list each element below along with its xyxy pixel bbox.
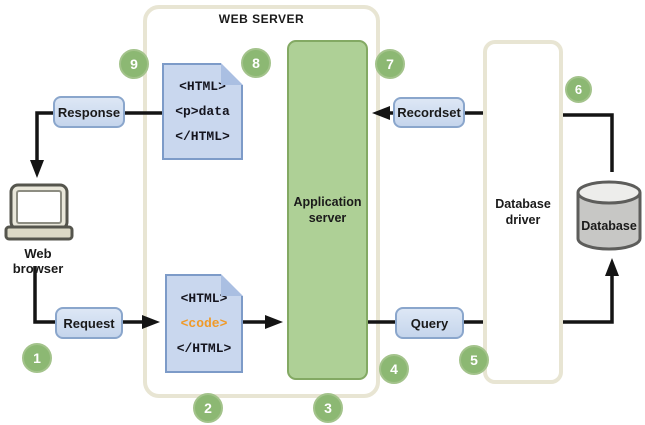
step-badge-4: 4: [379, 354, 409, 384]
step-badge-8: 8: [241, 48, 271, 78]
application-server-label-line2: server: [308, 211, 347, 225]
laptop-icon: [4, 183, 74, 241]
database-icon: [576, 180, 642, 251]
step-badge-1: 1: [22, 343, 52, 373]
line-browser-to-request: [33, 266, 60, 324]
output-html-document: <HTML> <p>data </HTML>: [162, 63, 243, 160]
output-doc-line3: </HTML>: [175, 129, 230, 144]
application-server-label-line1: Application: [293, 195, 362, 209]
step-badge-9: 9: [119, 49, 149, 79]
source-doc-line3: </HTML>: [176, 341, 232, 356]
recordset-box: Recordset: [393, 97, 465, 128]
database-driver-label-line2: driver: [505, 213, 541, 227]
source-doc-line1: <HTML>: [180, 291, 228, 306]
database-label: Database: [581, 219, 637, 233]
arrow-driver-to-database: [560, 258, 619, 324]
web-server-container: [143, 5, 380, 398]
step-badge-2: 2: [193, 393, 223, 423]
line-database-to-driver: [560, 113, 614, 172]
step-badge-7: 7: [375, 49, 405, 79]
step-badge-5: 5: [459, 345, 489, 375]
database-driver-container: Database driver: [483, 40, 563, 384]
database-driver-label-line1: Database: [495, 197, 551, 211]
response-box: Response: [53, 96, 125, 128]
step-badge-6: 6: [565, 76, 592, 103]
request-box: Request: [55, 307, 123, 339]
output-doc-line2: <p>data: [175, 104, 230, 119]
web-server-title: WEB SERVER: [218, 12, 305, 26]
source-doc-code-line: <code>: [180, 316, 228, 331]
web-browser-label: Web browser: [12, 246, 64, 276]
query-box: Query: [395, 307, 464, 339]
application-server: Application server: [287, 40, 368, 380]
source-html-document: <HTML> <code> </HTML>: [165, 274, 243, 373]
output-doc-line1: <HTML>: [179, 79, 226, 94]
step-badge-3: 3: [313, 393, 343, 423]
